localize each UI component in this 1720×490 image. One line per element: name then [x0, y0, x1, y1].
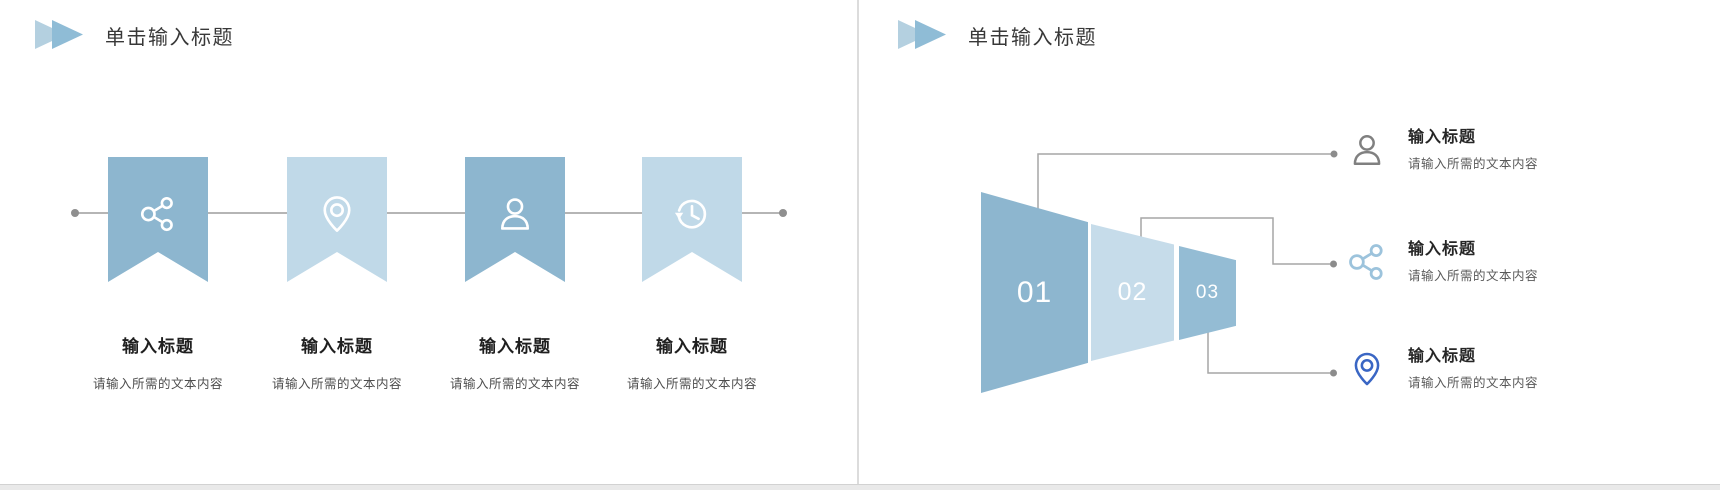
info-text: 输入标题 请输入所需的文本内容: [1408, 240, 1538, 284]
slide-left[interactable]: 单击输入标题: [0, 0, 860, 484]
double-arrow-icon: [35, 20, 83, 49]
caption-4: 输入标题 请输入所需的文本内容: [602, 332, 782, 392]
timeline-end-dot: [779, 209, 787, 217]
share-icon: [1344, 240, 1390, 284]
caption-2: 输入标题 请输入所需的文本内容: [247, 332, 427, 392]
timeline-start-dot: [71, 209, 79, 217]
info-item-2: 输入标题 请输入所需的文本内容: [1344, 240, 1538, 284]
funnel-segment-3: 03: [1179, 246, 1236, 340]
caption-title: 输入标题: [122, 337, 194, 356]
banner-location: [287, 157, 387, 282]
location-pin-icon: [1344, 350, 1390, 388]
banner-person: [465, 157, 565, 282]
slide-right-title: 单击输入标题: [968, 26, 1097, 49]
funnel-segment-1: 01: [981, 192, 1088, 393]
info-item-3: 输入标题 请输入所需的文本内容: [1344, 347, 1538, 391]
slide-left-title: 单击输入标题: [105, 26, 234, 49]
info-text: 输入标题 请输入所需的文本内容: [1408, 347, 1538, 391]
caption-3: 输入标题 请输入所需的文本内容: [425, 332, 605, 392]
person-icon: [494, 193, 536, 235]
item-title: 输入标题: [1408, 348, 1477, 365]
banner-share: [108, 157, 208, 282]
double-arrow-icon: [898, 20, 946, 49]
caption-title: 输入标题: [656, 337, 728, 356]
history-clock-icon: [671, 193, 713, 235]
timeline-line: [75, 212, 783, 214]
funnel-segment-2: 02: [1091, 224, 1174, 361]
info-text: 输入标题 请输入所需的文本内容: [1408, 128, 1538, 172]
caption-desc: 请输入所需的文本内容: [271, 377, 402, 391]
location-pin-icon: [316, 193, 358, 235]
slide-right-title-block: 单击输入标题: [898, 20, 1097, 50]
slide-left-title-block: 单击输入标题: [35, 20, 234, 50]
funnel-label-1: 01: [1016, 275, 1053, 309]
person-icon: [1344, 130, 1390, 170]
caption-title: 输入标题: [479, 337, 551, 356]
share-icon: [137, 193, 179, 235]
funnel-label-2: 02: [1117, 278, 1148, 306]
info-item-1: 输入标题 请输入所需的文本内容: [1344, 128, 1538, 172]
slide-divider: [857, 0, 859, 484]
caption-desc: 请输入所需的文本内容: [449, 377, 580, 391]
item-desc: 请输入所需的文本内容: [1408, 269, 1539, 283]
caption-desc: 请输入所需的文本内容: [92, 377, 223, 391]
caption-title: 输入标题: [301, 337, 373, 356]
banner-history: [642, 157, 742, 282]
item-desc: 请输入所需的文本内容: [1408, 376, 1539, 390]
slide-right[interactable]: 单击输入标题 01 02 03 输入标题 请输入所: [860, 0, 1720, 484]
item-title: 输入标题: [1408, 129, 1477, 146]
caption-desc: 请输入所需的文本内容: [626, 377, 757, 391]
caption-1: 输入标题 请输入所需的文本内容: [68, 332, 248, 392]
item-desc: 请输入所需的文本内容: [1408, 157, 1539, 171]
connector-lines: [1037, 150, 1338, 377]
item-title: 输入标题: [1408, 241, 1477, 258]
bottom-edge-bar: [0, 484, 1720, 490]
funnel-label-3: 03: [1195, 282, 1220, 303]
